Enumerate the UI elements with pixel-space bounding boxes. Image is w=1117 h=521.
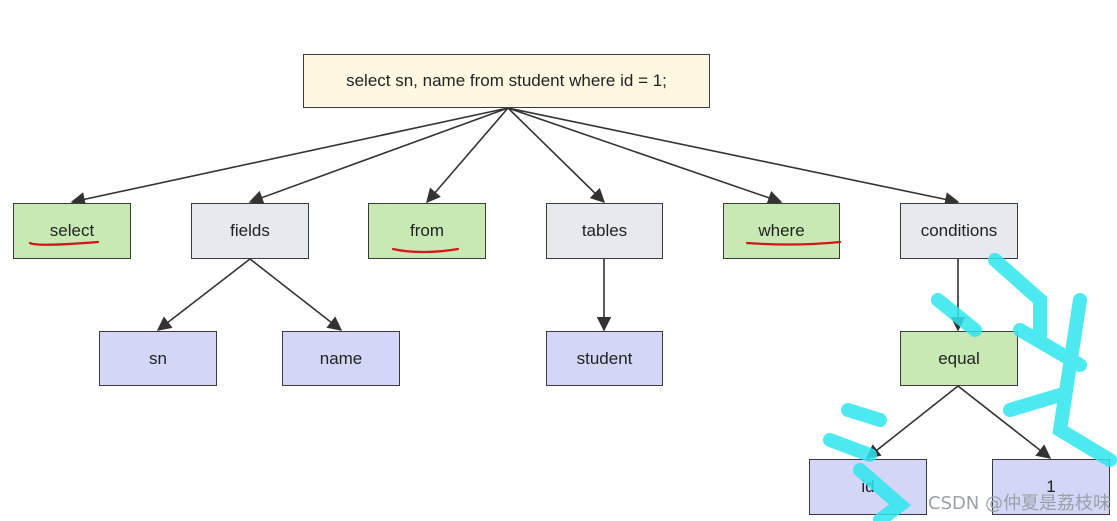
edge-equal-one — [957, 385, 1052, 459]
edge-root-conditions — [507, 107, 960, 207]
id-node: id — [809, 459, 927, 515]
root-sql-node: select sn, name from student where id = … — [303, 54, 710, 108]
edge-root-where — [507, 107, 783, 205]
edge-root-tables — [507, 107, 606, 204]
student-label: student — [576, 348, 633, 368]
watermark-credit: CSDN @仲夏是荔枝味 — [927, 493, 1111, 514]
edge-fields-sn — [156, 258, 251, 331]
fields-label: fields — [230, 221, 270, 240]
where-node: where — [723, 203, 840, 259]
one-node: 1 — [992, 459, 1110, 515]
sn-node: sn — [99, 331, 217, 386]
equal-node: equal — [900, 331, 1018, 386]
from-label: from — [410, 221, 444, 240]
edge-root-select — [70, 107, 509, 207]
id-label: id — [861, 477, 875, 496]
name-label: name — [319, 348, 363, 368]
where-label: where — [758, 221, 805, 240]
edge-root-from — [426, 107, 509, 204]
conditions-node: conditions — [900, 203, 1018, 259]
edge-fields-name — [249, 258, 343, 331]
from-node: from — [368, 203, 486, 259]
name-node: name — [282, 331, 400, 386]
sn-label: sn — [149, 348, 167, 368]
tables-node: tables — [546, 203, 663, 259]
one-label: 1 — [1046, 477, 1056, 496]
select-node: select — [13, 203, 131, 259]
select-label: select — [49, 221, 95, 240]
conditions-label: conditions — [920, 221, 998, 240]
fields-node: fields — [191, 203, 309, 259]
student-node: student — [546, 331, 663, 386]
tables-label: tables — [581, 221, 628, 240]
edge-equal-id — [865, 385, 959, 459]
root-sql-text: select sn, name from student where id = … — [346, 71, 667, 90]
equal-label: equal — [938, 348, 980, 368]
edge-root-fields — [248, 107, 509, 205]
